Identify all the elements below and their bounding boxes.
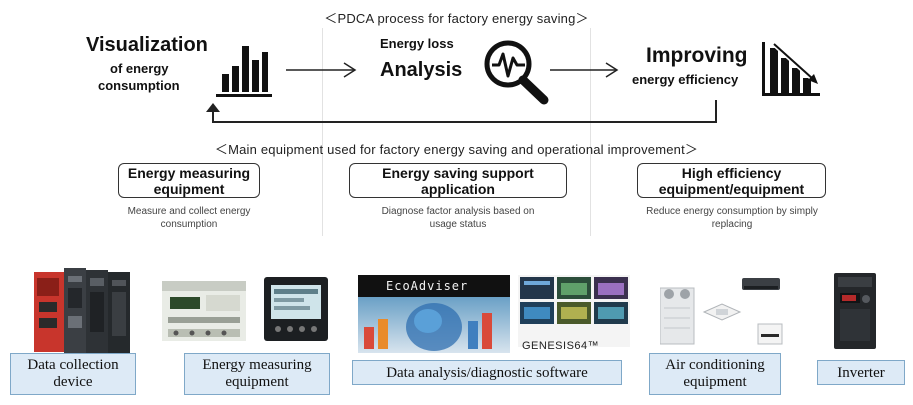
label-air-conditioning-equipment: Air conditioning equipment [649, 353, 781, 395]
label-inverter: Inverter [817, 360, 905, 385]
genesis-monitor-wall-image [518, 275, 630, 347]
category-label-line1: High efficiency [681, 165, 782, 181]
feedback-loop-arrow [206, 100, 717, 123]
category-label-line2: application [421, 181, 495, 197]
pdca-title: ＜PDCA process for factory energy saving＞ [324, 11, 589, 26]
separator-left [322, 28, 323, 236]
desc-line1: Measure and collect energy [127, 206, 251, 217]
category-label-line2: equipment [153, 181, 225, 197]
genesis-logo: GENESIS64™ [522, 340, 600, 352]
ecoadviser-screenshot: EcoAdviser [358, 275, 510, 353]
visualization-sub1: of energy [110, 61, 169, 76]
bar-chart-icon [216, 46, 272, 97]
declining-bar-chart-icon [762, 42, 820, 96]
desc-line2: replacing [711, 219, 753, 230]
visualization-sub2: consumption [98, 78, 180, 93]
label-line1: Data analysis/diagnostic software [386, 365, 588, 381]
category-label-line1: Energy measuring [127, 165, 251, 181]
label-line2: equipment [683, 374, 747, 390]
energy-loss-label: Energy loss [380, 36, 454, 51]
ecoadviser-logo: EcoAdviser [386, 279, 469, 293]
label-line2: equipment [225, 374, 289, 390]
arrow-right-icon [286, 62, 357, 78]
category-desc-high-efficiency: Reduce energy consumption by simply repl… [620, 205, 844, 231]
label-line2: device [53, 374, 93, 390]
category-energy-measuring: Energy measuring equipment [118, 163, 260, 198]
magnifier-waveform-icon [484, 40, 549, 105]
label-energy-measuring-equipment: Energy measuring equipment [184, 353, 330, 395]
energy-meter-modular-image [162, 281, 246, 341]
arrow-right-icon [550, 62, 619, 78]
label-line1: Data collection [27, 357, 119, 373]
plc-device-image [34, 268, 130, 354]
inverter-image [834, 273, 876, 349]
label-line1: Energy measuring [202, 357, 312, 373]
category-desc-energy-measuring: Measure and collect energy consumption [100, 205, 278, 231]
separator-right [590, 28, 591, 236]
desc-line2: usage status [429, 219, 487, 230]
category-label-line1: Energy saving support [382, 165, 534, 181]
label-data-collection-device: Data collection device [10, 353, 136, 395]
visualization-title: Visualization [86, 34, 208, 56]
desc-line1: Diagnose factor analysis based on [381, 206, 535, 217]
improving-sub: energy efficiency [632, 72, 739, 87]
category-high-efficiency: High efficiency equipment/equipment [637, 163, 826, 198]
ecoadviser-chart-image [364, 303, 492, 351]
category-energy-saving-support: Energy saving support application [349, 163, 567, 198]
desc-line2: consumption [160, 219, 218, 230]
label-data-analysis-software: Data analysis/diagnostic software [352, 360, 622, 385]
label-line1: Air conditioning [665, 357, 765, 373]
desc-line1: Reduce energy consumption by simply [646, 206, 818, 217]
energy-meter-panel-image [264, 277, 328, 341]
category-label-line2: equipment/equipment [658, 181, 805, 197]
analysis-label: Analysis [380, 59, 463, 81]
category-desc-energy-saving-support: Diagnose factor analysis based on usage … [348, 205, 568, 231]
main-equipment-title: ＜Main equipment used for factory energy … [214, 142, 699, 157]
improving-title: Improving [646, 44, 748, 67]
label-line1: Inverter [837, 365, 885, 381]
air-conditioning-image [660, 278, 783, 345]
